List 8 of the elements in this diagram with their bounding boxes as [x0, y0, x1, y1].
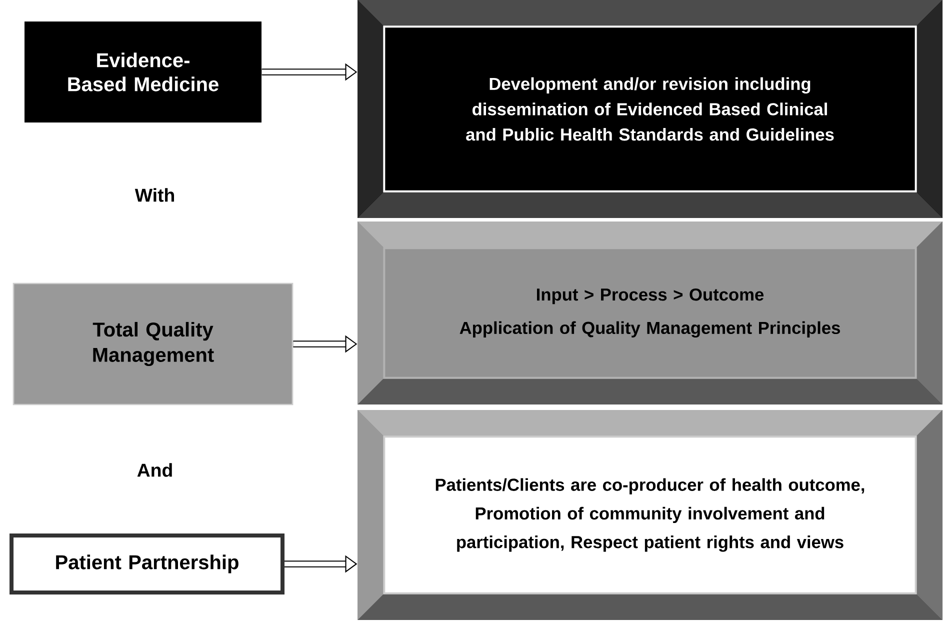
connector-word: And [137, 463, 172, 477]
bevel-panel: Development and/or revision including dissemination of Evidenced Based Clinical and Public Health Standards and Guidelines [358, 0, 942, 218]
bevel-panel: Input > Process > Outcome Application of Quality Management Principles [358, 222, 942, 404]
text-box: Evidence-Based Medicine [24, 22, 262, 122]
bevel-panel: Patients/Clients are co-producer of health outcome, Promotion of community involvement and participation, Respect patient rights and views [358, 410, 942, 620]
text-box: Total Quality Management [12, 282, 294, 406]
connector-word: With [134, 188, 174, 202]
text-box: Patient Partnership [10, 534, 284, 594]
